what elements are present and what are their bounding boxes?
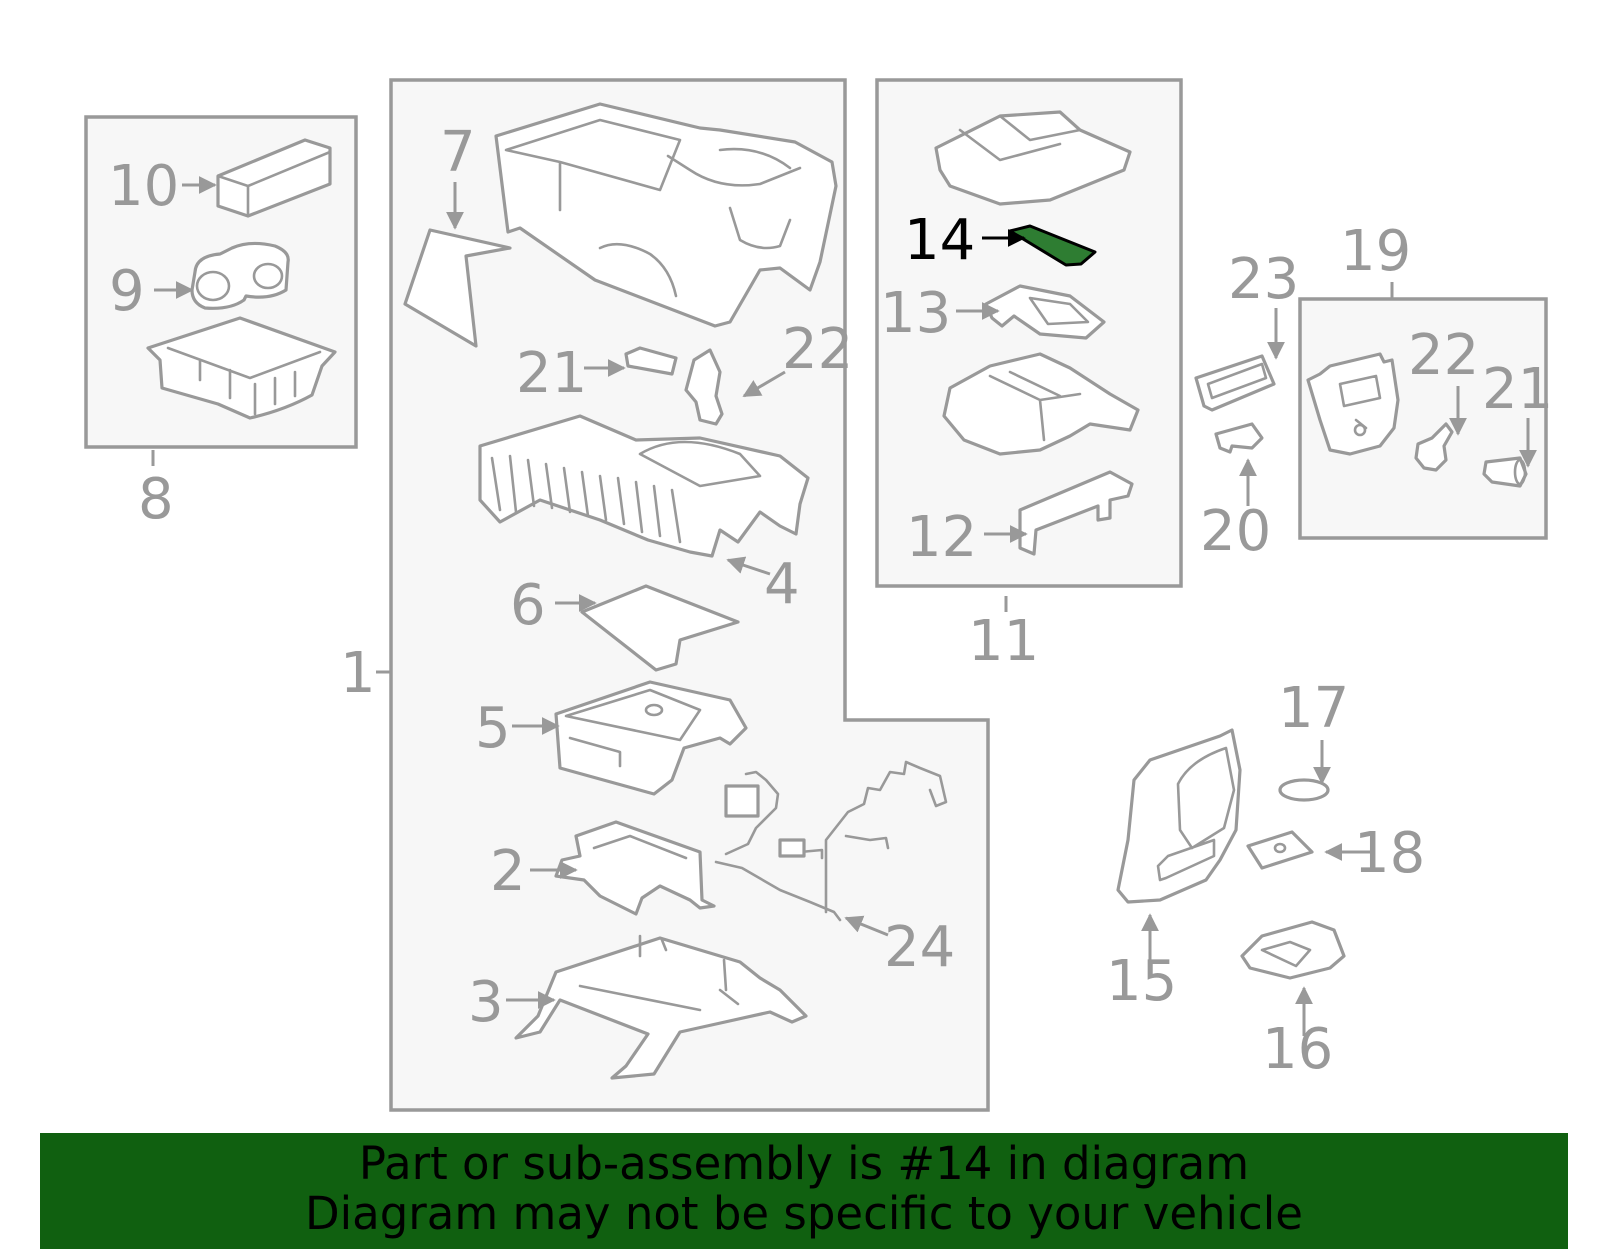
callout-17[interactable]: 17 <box>1278 676 1349 741</box>
callout-11[interactable]: 11 <box>968 609 1039 674</box>
part-20-clip[interactable] <box>1214 422 1264 454</box>
part-7-panel[interactable] <box>403 228 512 348</box>
callout-13[interactable]: 13 <box>880 281 951 346</box>
part-22-knob[interactable] <box>1414 422 1454 472</box>
part-9-cup-holder[interactable] <box>190 241 290 310</box>
callout-5[interactable]: 5 <box>475 696 511 761</box>
callout-19[interactable]: 19 <box>1340 219 1411 284</box>
callout-labels: 10 9 8 7 1 21 22 4 6 5 2 3 24 14 13 12 1… <box>108 120 1553 1082</box>
part-21-knob[interactable] <box>1482 456 1528 488</box>
part-4-bin-frame[interactable] <box>478 414 810 558</box>
part-19-panel[interactable] <box>1306 352 1400 456</box>
group-box-1 <box>389 78 990 1112</box>
part-3-frame[interactable] <box>514 934 808 1080</box>
callout-8[interactable]: 8 <box>138 467 174 532</box>
callout-21-right[interactable]: 21 <box>1482 357 1553 422</box>
callout-12[interactable]: 12 <box>906 505 977 570</box>
leader-lines <box>151 176 1537 1036</box>
part-1-console-housing[interactable] <box>494 102 838 328</box>
callout-16[interactable]: 16 <box>1262 1017 1333 1082</box>
part-23-bezel[interactable] <box>1194 354 1276 412</box>
part-17-cap[interactable] <box>1278 778 1330 802</box>
callout-1[interactable]: 1 <box>340 641 376 706</box>
part-18-insert[interactable] <box>1246 830 1314 870</box>
callout-3[interactable]: 3 <box>468 970 504 1035</box>
callout-4[interactable]: 4 <box>764 552 800 617</box>
callout-7[interactable]: 7 <box>440 120 476 185</box>
callout-24[interactable]: 24 <box>884 915 955 980</box>
part-13-pad[interactable] <box>984 284 1106 340</box>
part-24-harness[interactable] <box>714 760 948 922</box>
info-banner: Part or sub-assembly is #14 in diagram D… <box>40 1133 1568 1249</box>
callout-22[interactable]: 22 <box>782 317 853 382</box>
part-6-mat[interactable] <box>580 584 740 672</box>
part-11-lid-base[interactable] <box>942 352 1140 456</box>
part-21-switch[interactable] <box>624 346 678 376</box>
part-15-trim-plate[interactable] <box>1116 728 1242 904</box>
part-12-hinge[interactable] <box>1018 470 1134 556</box>
part-16-shift-boot[interactable] <box>1240 920 1346 980</box>
callout-15[interactable]: 15 <box>1106 949 1177 1014</box>
callout-18[interactable]: 18 <box>1354 821 1425 886</box>
callout-14[interactable]: 14 <box>904 208 975 273</box>
part-14-highlighted[interactable] <box>1008 224 1097 267</box>
callout-22-right[interactable]: 22 <box>1408 323 1479 388</box>
callout-20[interactable]: 20 <box>1200 499 1271 564</box>
callout-23[interactable]: 23 <box>1228 247 1299 312</box>
banner-line-2: Diagram may not be specific to your vehi… <box>305 1187 1303 1240</box>
part-8-insert[interactable] <box>146 316 337 420</box>
part-5-bin[interactable] <box>554 680 748 796</box>
part-11-armrest-lid[interactable] <box>934 110 1132 206</box>
callout-21[interactable]: 21 <box>516 341 587 406</box>
callout-6[interactable]: 6 <box>510 573 546 638</box>
part-10-tray[interactable] <box>216 138 332 218</box>
banner-line-1: Part or sub-assembly is #14 in diagram <box>358 1137 1250 1190</box>
callout-9[interactable]: 9 <box>109 259 145 324</box>
part-22-switch[interactable] <box>684 348 724 426</box>
callout-2[interactable]: 2 <box>490 839 526 904</box>
callout-10[interactable]: 10 <box>108 154 179 219</box>
